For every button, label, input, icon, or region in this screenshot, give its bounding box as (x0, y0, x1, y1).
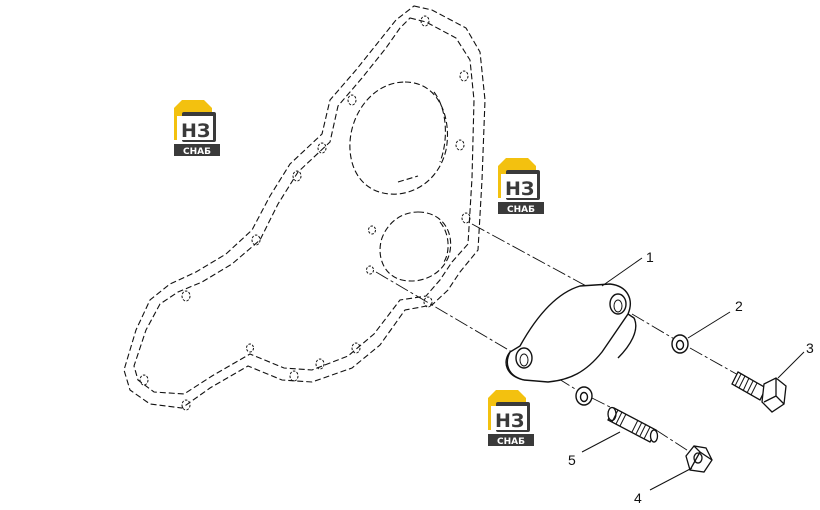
svg-text:СНАБ: СНАБ (183, 147, 211, 157)
leader-lines (581, 257, 805, 491)
svg-text:СНАБ: СНАБ (497, 437, 525, 447)
hex-nut-part-4[interactable] (685, 445, 713, 473)
lower-gear-opening-lip (439, 221, 449, 263)
cover-plate-hole-lower (515, 347, 533, 369)
watermark-logo-1: НЗ СНАБ (174, 100, 220, 157)
lower-gear-opening (379, 211, 452, 282)
callout-5: 5 (568, 452, 576, 468)
gear-cover-outline (123, 5, 486, 409)
callout-2: 2 (735, 298, 743, 314)
stud-threads (611, 409, 651, 440)
svg-text:НЗ: НЗ (505, 178, 534, 200)
callout-4: 4 (634, 490, 642, 505)
watermark-logo-2: НЗ СНАБ (498, 158, 544, 215)
cover-plate-hole-upper (609, 293, 627, 315)
svg-text:НЗ: НЗ (181, 120, 210, 142)
washer-lower[interactable] (575, 386, 593, 406)
upper-gear-opening-lip (397, 91, 446, 183)
callout-labels: 1 2 3 5 4 (568, 249, 814, 506)
upper-gear-opening (349, 81, 449, 195)
bolt-threads (734, 373, 758, 396)
callout-3: 3 (806, 340, 814, 356)
cover-plate-thickness (506, 313, 637, 381)
callout-1: 1 (646, 249, 654, 265)
housing-bolt-holes (139, 15, 471, 411)
svg-text:НЗ: НЗ (495, 410, 524, 432)
gear-cover-inner-edge (133, 17, 475, 395)
cover-plate-part-1[interactable] (505, 283, 637, 383)
gear-cover-housing (123, 5, 486, 409)
stud-part-5[interactable] (607, 406, 659, 443)
watermark-logo-3: НЗ СНАБ (488, 390, 534, 447)
hex-bolt-part-3[interactable] (731, 371, 787, 413)
bolt-hex-head (761, 377, 787, 413)
washer-part-2[interactable] (671, 334, 689, 354)
svg-text:СНАБ: СНАБ (507, 205, 535, 215)
bolt-shank (731, 371, 767, 401)
